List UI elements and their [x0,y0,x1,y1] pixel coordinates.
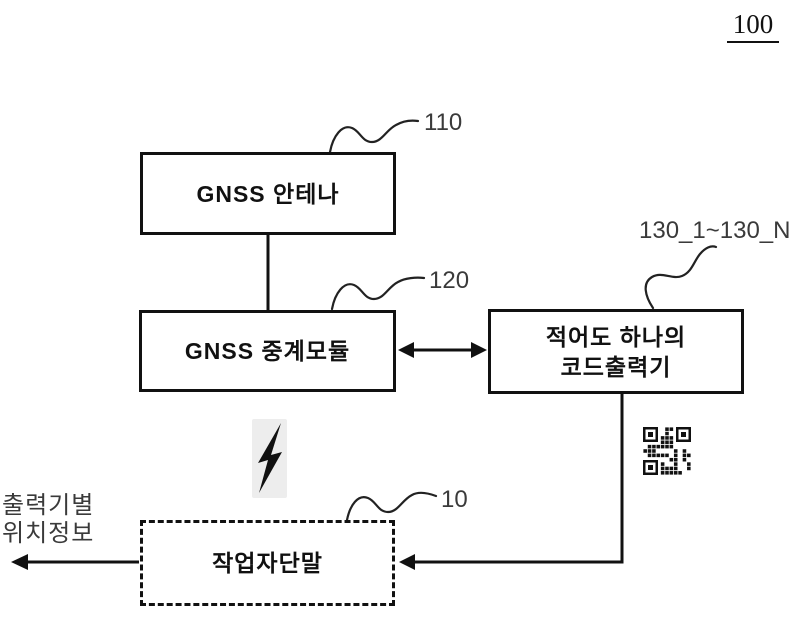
ref-label-110: 110 [424,109,463,136]
qr-finder-bottom-left [643,460,658,475]
leader-squiggle-130 [644,245,718,310]
output-info-annotation-line2: 위치정보 [2,520,95,547]
leader-squiggle-10 [345,491,438,522]
block-code-output-devices: 적어도 하나의 코드출력기 [488,309,744,394]
qr-finder-top-right [676,427,691,442]
output-info-annotation: 출력기별 위치정보 [2,492,94,548]
block-worker-terminal: 작업자단말 [140,520,395,606]
block-gnss-antenna-label: GNSS 안테나 [196,180,340,207]
output-info-annotation-line1: 출력기별 [2,492,95,519]
ref-label-130: 130_1~130_N [639,217,791,244]
route-code-output-to-terminal [399,394,624,570]
leader-squiggle-110 [328,119,420,154]
ref-label-10: 10 [441,486,468,513]
qr-data-modules [643,427,691,475]
block-gnss-relay-module: GNSS 중계모듈 [139,310,396,392]
lightning-bolt-icon [252,419,287,498]
block-code-output-devices-label-line2: 코드출력기 [560,353,672,380]
block-worker-terminal-label: 작업자단말 [212,550,323,576]
block-gnss-relay-module-label: GNSS 중계모듈 [184,338,351,364]
figure-reference-number: 100 [727,9,779,43]
block-gnss-antenna: GNSS 안테나 [140,152,396,235]
qr-code-icon [643,427,691,475]
qr-finder-top-left [643,427,658,442]
bidirectional-arrow [398,342,487,358]
leader-squiggle-120 [330,276,426,311]
ref-label-120: 120 [429,267,470,294]
block-code-output-devices-label-line1: 적어도 하나의 [545,323,687,350]
output-info-arrow [11,554,139,570]
